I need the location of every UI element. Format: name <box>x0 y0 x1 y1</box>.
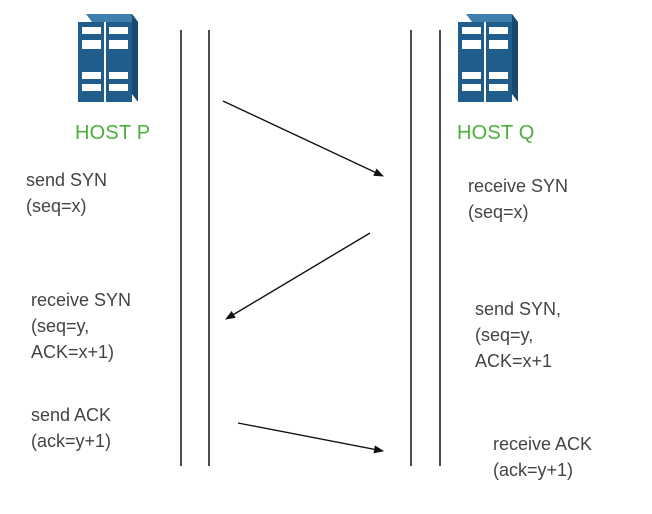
host-q-label: HOST Q <box>457 122 535 144</box>
note-line: send SYN, <box>475 299 562 319</box>
note-line: (seq=x) <box>26 196 87 216</box>
host-p-note-send-ack: send ACK (ack=y+1) <box>31 402 111 454</box>
server-icon <box>458 14 518 102</box>
host-q-note-receive-ack: receive ACK (ack=y+1) <box>493 431 592 483</box>
note-line: ACK=x+1) <box>31 342 115 362</box>
host-p-note-receive-syn: receive SYN (seq=y, ACK=x+1) <box>31 287 131 365</box>
note-line: (seq=y, <box>31 316 90 336</box>
syn-ack-arrow <box>225 232 371 320</box>
note-line: receive SYN <box>468 176 569 196</box>
note-line: receive ACK <box>493 434 593 454</box>
host-p-note-send-syn: send SYN (seq=x) <box>26 167 107 219</box>
ack-arrow <box>237 422 384 454</box>
note-line: receive SYN <box>31 290 132 310</box>
host-p-label: HOST P <box>75 122 151 144</box>
note-line: ACK=x+1 <box>475 351 553 371</box>
server-icon <box>78 14 138 102</box>
host-q-note-receive-syn: receive SYN (seq=x) <box>468 173 568 225</box>
note-line: send SYN <box>26 170 108 190</box>
note-line: (seq=x) <box>468 202 529 222</box>
note-line: (ack=y+1) <box>31 431 112 451</box>
syn-arrow <box>222 100 384 177</box>
host-q-note-send-syn: send SYN, (seq=y, ACK=x+1 <box>475 296 561 374</box>
note-line: (ack=y+1) <box>493 460 574 480</box>
note-line: send ACK <box>31 405 112 425</box>
note-line: (seq=y, <box>475 325 534 345</box>
